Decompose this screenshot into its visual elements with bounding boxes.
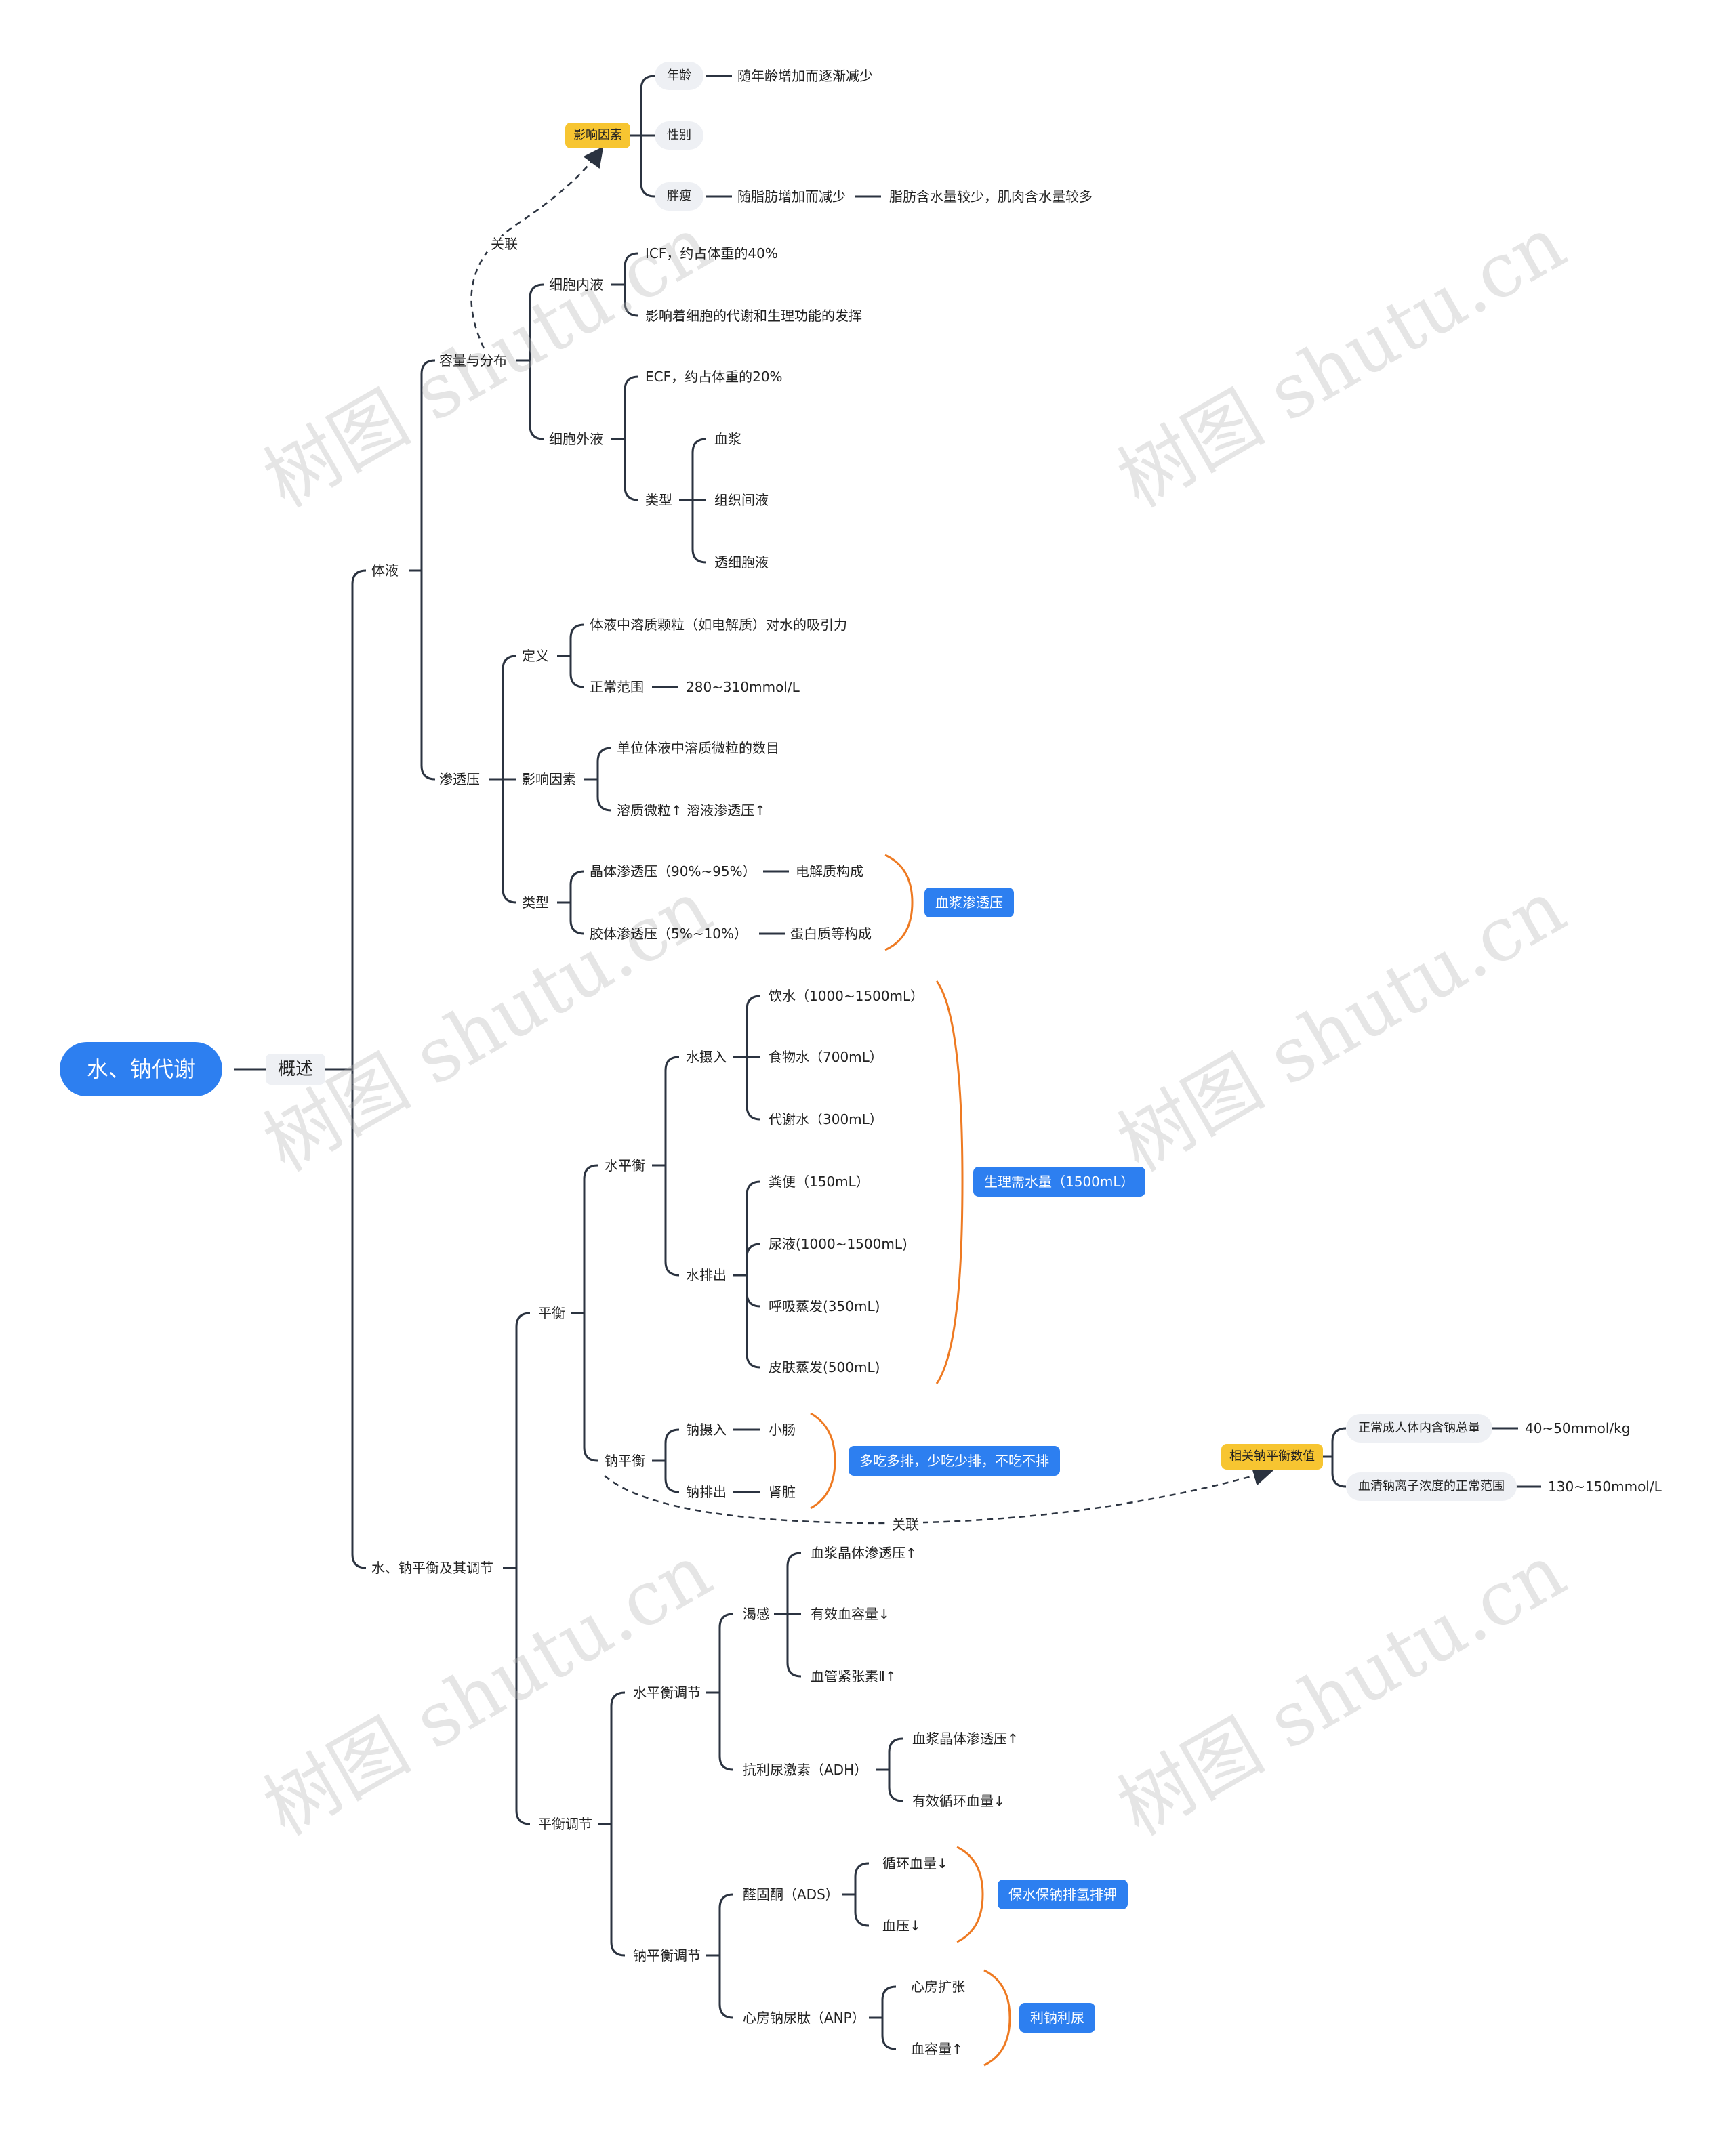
node-colloid-osmotic[interactable]: 胶体渗透压（5%~10%） [590, 926, 748, 942]
node-icf[interactable]: 细胞内液 [549, 276, 603, 293]
node-water-regulation[interactable]: 水平衡调节 [633, 1684, 701, 1701]
node-sodium-summary[interactable]: 多吃多排，少吃少排，不吃不排 [849, 1446, 1060, 1476]
node-sodium-intake[interactable]: 钠摄入 [686, 1422, 727, 1438]
node-balance[interactable]: 平衡 [538, 1305, 565, 1321]
node-water-requirement[interactable]: 生理需水量（1500mL） [973, 1167, 1145, 1197]
node-ads-2[interactable]: 血压↓ [882, 1917, 921, 1934]
node-volume-distribution[interactable]: 容量与分布 [439, 352, 507, 369]
node-water-balance[interactable]: 水平衡 [605, 1157, 645, 1174]
node-feces[interactable]: 粪便（150mL） [769, 1174, 870, 1190]
node-osmotic[interactable]: 渗透压 [439, 771, 480, 787]
node-age[interactable]: 年龄 [655, 62, 703, 90]
node-sodium-balance[interactable]: 钠平衡 [605, 1453, 645, 1469]
node-interstitial[interactable]: 组织间液 [714, 492, 769, 508]
node-age-effect[interactable]: 随年龄增加而逐渐减少 [737, 68, 873, 84]
relation-label: 关联 [487, 236, 522, 252]
node-icf-percent[interactable]: ICF，约占体重的40% [645, 245, 778, 262]
node-icf-function[interactable]: 影响着细胞的代谢和生理功能的发挥 [645, 308, 862, 324]
node-sodium-output[interactable]: 钠排出 [686, 1484, 727, 1500]
node-ecf-type[interactable]: 类型 [645, 492, 672, 508]
node-ecf-percent[interactable]: ECF，约占体重的20% [645, 369, 783, 385]
node-drinking-water[interactable]: 饮水（1000~1500mL） [769, 988, 924, 1004]
node-osmotic-types[interactable]: 类型 [522, 894, 549, 911]
node-balance-regulation[interactable]: 水、钠平衡及其调节 [371, 1560, 493, 1576]
node-ads[interactable]: 醛固酮（ADS） [743, 1886, 839, 1903]
node-small-intestine[interactable]: 小肠 [769, 1422, 796, 1438]
node-water-intake[interactable]: 水摄入 [686, 1049, 727, 1065]
node-thirst-2[interactable]: 有效血容量↓ [811, 1606, 890, 1622]
relation-label: 关联 [888, 1516, 923, 1533]
node-osmotic-factor-2[interactable]: 溶质微粒↑ 溶液渗透压↑ [617, 802, 766, 818]
node-influencing-factors[interactable]: 影响因素 [565, 123, 630, 148]
node-adh-2[interactable]: 有效循环血量↓ [912, 1793, 1005, 1809]
node-definition[interactable]: 定义 [522, 648, 549, 664]
node-plasma[interactable]: 血浆 [714, 431, 741, 447]
node-normal-range-value[interactable]: 280~310mmol/L [686, 679, 800, 695]
node-food-water[interactable]: 食物水（700mL） [769, 1049, 883, 1065]
node-sex[interactable]: 性别 [655, 121, 703, 150]
node-crystal-osmotic[interactable]: 晶体渗透压（90%~95%） [590, 863, 756, 879]
node-skin[interactable]: 皮肤蒸发(500mL) [769, 1359, 880, 1375]
node-fat-note[interactable]: 脂肪含水量较少，肌肉含水量较多 [889, 188, 1093, 205]
node-anp-effect[interactable]: 利钠利尿 [1019, 2003, 1095, 2033]
node-definition-text[interactable]: 体液中溶质颗粒（如电解质）对水的吸引力 [590, 617, 847, 633]
node-serum-sodium-value[interactable]: 130~150mmol/L [1548, 1478, 1662, 1495]
node-colloid-source[interactable]: 蛋白质等构成 [790, 926, 872, 942]
node-ecf[interactable]: 细胞外液 [549, 431, 603, 447]
node-water-output[interactable]: 水排出 [686, 1267, 727, 1283]
node-ads-effect[interactable]: 保水保钠排氢排钾 [998, 1880, 1128, 1909]
node-fat-effect[interactable]: 随脂肪增加而减少 [737, 188, 846, 205]
node-thirst-3[interactable]: 血管紧张素Ⅱ↑ [811, 1668, 897, 1684]
node-normal-range[interactable]: 正常范围 [590, 679, 644, 695]
node-anp-2[interactable]: 血容量↑ [911, 2041, 963, 2057]
node-anp-1[interactable]: 心房扩张 [911, 1978, 965, 1995]
node-crystal-source[interactable]: 电解质构成 [796, 863, 863, 879]
node-total-sodium[interactable]: 正常成人体内含钠总量 [1346, 1414, 1492, 1443]
node-total-sodium-value[interactable]: 40~50mmol/kg [1525, 1420, 1631, 1436]
node-osmotic-factor-1[interactable]: 单位体液中溶质微粒的数目 [617, 740, 779, 756]
node-fat[interactable]: 胖瘦 [655, 182, 703, 211]
node-plasma-osmotic[interactable]: 血浆渗透压 [924, 888, 1014, 917]
node-thirst[interactable]: 渴感 [743, 1606, 770, 1622]
node-sodium-regulation[interactable]: 钠平衡调节 [633, 1947, 701, 1964]
node-transcellular[interactable]: 透细胞液 [714, 554, 769, 571]
node-adh-1[interactable]: 血浆晶体渗透压↑ [912, 1730, 1019, 1747]
node-sodium-values[interactable]: 相关钠平衡数值 [1221, 1444, 1323, 1470]
node-respiration[interactable]: 呼吸蒸发(350mL) [769, 1298, 880, 1314]
node-kidney[interactable]: 肾脏 [769, 1484, 796, 1500]
node-anp[interactable]: 心房钠尿肽（ANP） [743, 2010, 865, 2026]
node-urine[interactable]: 尿液(1000~1500mL) [769, 1236, 907, 1252]
overview-node[interactable]: 概述 [266, 1054, 326, 1085]
node-serum-sodium[interactable]: 血清钠离子浓度的正常范围 [1346, 1472, 1517, 1501]
node-adh[interactable]: 抗利尿激素（ADH） [743, 1762, 868, 1778]
node-osmotic-factors[interactable]: 影响因素 [522, 771, 576, 787]
node-metabolic-water[interactable]: 代谢水（300mL） [769, 1111, 883, 1127]
node-ads-1[interactable]: 循环血量↓ [882, 1855, 948, 1871]
node-regulation[interactable]: 平衡调节 [538, 1816, 592, 1832]
root-node[interactable]: 水、钠代谢 [60, 1042, 223, 1096]
node-thirst-1[interactable]: 血浆晶体渗透压↑ [811, 1545, 917, 1561]
node-body-fluid[interactable]: 体液 [371, 562, 399, 579]
